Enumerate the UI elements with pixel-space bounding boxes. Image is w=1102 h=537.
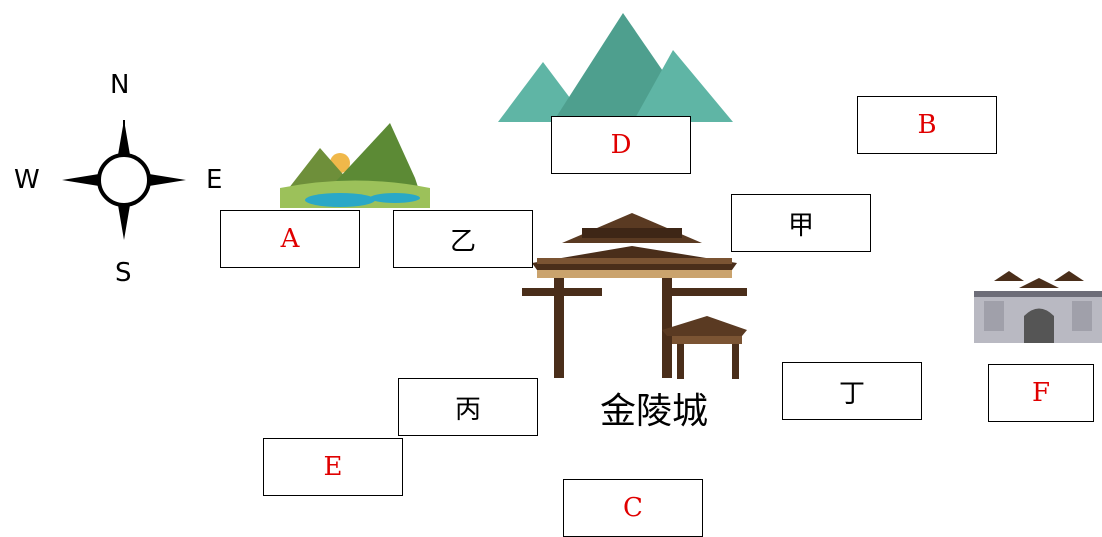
label-c-text: C [623,493,643,523]
label-b-text: B [917,110,937,140]
label-d-text: D [610,130,632,160]
label-box-e[interactable]: E [263,438,403,496]
compass-east-label: E [206,165,223,195]
compass-west-label: W [14,165,40,195]
fortress-icon [974,271,1102,343]
mountains-icon [498,13,733,122]
lake-landscape-icon [280,123,430,208]
compass-rose-icon [62,120,186,240]
label-ding-text: 丁 [838,378,865,409]
compass-south-label: S [115,258,132,288]
label-box-a[interactable]: A [220,210,360,268]
label-yi-text: 乙 [449,226,476,257]
label-box-bing[interactable]: 丙 [398,378,538,436]
label-box-yi[interactable]: 乙 [393,210,533,268]
label-e-text: E [323,452,343,482]
label-box-ding[interactable]: 丁 [782,362,922,420]
label-bing-text: 丙 [454,394,481,425]
label-jia-text: 甲 [787,210,814,241]
label-a-text: A [280,224,300,254]
city-gate-icon [522,213,747,379]
label-box-b[interactable]: B [857,96,997,154]
label-box-f[interactable]: F [988,364,1094,422]
compass-north-label: N [110,70,130,100]
label-box-d[interactable]: D [551,116,691,174]
label-box-c[interactable]: C [563,479,703,537]
label-box-jia[interactable]: 甲 [731,194,871,252]
city-label: 金陵城 [600,391,709,432]
label-f-text: F [1031,378,1051,408]
